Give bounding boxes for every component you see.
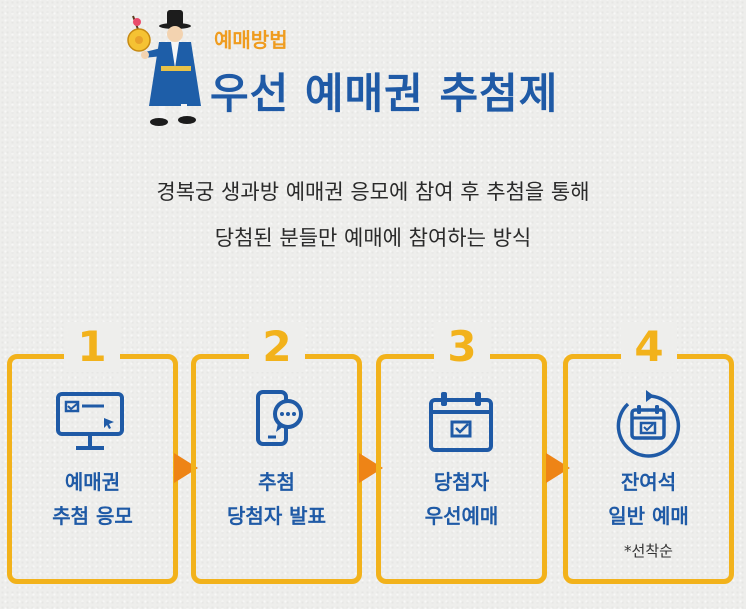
step-label-2a: 추첨 xyxy=(258,470,295,494)
step-note-4: *선착순 xyxy=(624,542,673,560)
section-kicker: 예매방법 xyxy=(214,28,288,52)
step-label-4a: 잔여석 xyxy=(620,470,677,494)
step-number-1: 1 xyxy=(64,322,120,372)
step-label-2b: 당첨자 발표 xyxy=(227,504,326,528)
calendar-refresh-icon xyxy=(616,390,681,458)
step-number-3: 3 xyxy=(434,322,490,372)
smartphone-message-icon xyxy=(256,390,303,446)
calendar-check-icon xyxy=(429,392,493,452)
description-line-1: 경복궁 생과방 예매권 응모에 참여 후 추첨을 통해 xyxy=(156,180,590,204)
step-number-2: 2 xyxy=(249,322,305,372)
page-title: 우선 예매권 추첨제 xyxy=(210,69,559,118)
step-label-3a: 당첨자 xyxy=(433,470,490,494)
step-label-1a: 예매권 xyxy=(64,470,121,494)
step-label-1b: 추첨 응모 xyxy=(52,504,133,528)
mascot-illustration xyxy=(127,10,201,126)
description-line-2: 당첨된 분들만 예매에 참여하는 방식 xyxy=(214,226,532,250)
step-number-4: 4 xyxy=(621,322,677,372)
step-label-4b: 일반 예매 xyxy=(608,504,689,528)
computer-monitor-icon xyxy=(56,392,124,450)
step-label-3b: 우선예매 xyxy=(424,504,499,528)
